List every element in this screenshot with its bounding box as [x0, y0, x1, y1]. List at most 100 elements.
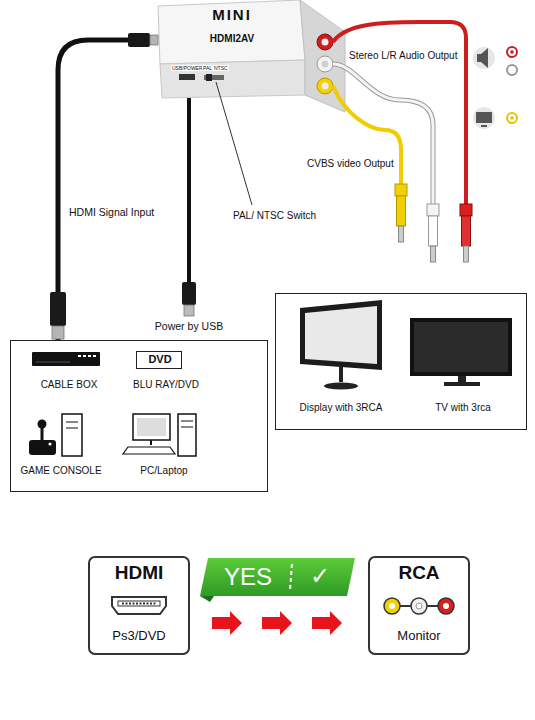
hdmi-plug: [50, 33, 158, 339]
tv-icon: [507, 113, 517, 123]
rca-port-icon: [384, 598, 454, 614]
dvd-logo-box: DVD: [136, 351, 182, 369]
usb-cable: [189, 98, 190, 282]
cable-box-icon: [83, 355, 86, 357]
node-text: CABLE BOX: [41, 379, 98, 391]
node-text: MINI: [212, 6, 252, 24]
rca-cable: [333, 64, 433, 204]
rca-cable: [333, 22, 466, 204]
rca-port-icon: [416, 603, 422, 609]
tv-set-icon: [458, 376, 466, 382]
converter-body: [160, 60, 305, 98]
usb-plug: [182, 282, 196, 316]
pc-icon: [137, 418, 166, 436]
speaker-icon: [507, 65, 517, 75]
pc-icon: [178, 414, 196, 456]
banner-fold: [200, 596, 214, 602]
rca-plug: [395, 184, 407, 196]
rca-plug: [429, 216, 438, 246]
speaker-icon: [473, 47, 495, 69]
game-console-icon: [66, 428, 78, 429]
switch-label: NTSC: [213, 65, 229, 71]
pc-icon: [123, 447, 175, 454]
node-text: Monitor: [397, 628, 440, 644]
tv-icon: [476, 112, 492, 123]
pal-ntsc-switch: [204, 74, 224, 81]
node-text: BLU RAY/DVD: [133, 379, 199, 391]
pal-ntsc-switch: [206, 74, 212, 81]
hdmi-port-icon: [122, 603, 156, 605]
pc-icon: [181, 427, 193, 428]
speaker-icon: [510, 50, 514, 54]
rca-jack: [317, 78, 333, 94]
usb-plug: [184, 305, 194, 316]
rca-plug: [427, 204, 439, 216]
speaker-icon: [473, 47, 517, 75]
usb-port: [179, 74, 195, 80]
hdmi-plug: [52, 326, 64, 339]
game-console-icon: [38, 420, 47, 429]
node-text: HDMI: [115, 562, 164, 585]
display-icon: [300, 300, 382, 370]
cable-box-icon: [93, 355, 96, 357]
rca-jack: [317, 34, 333, 94]
leader-line: [216, 82, 252, 205]
node-text: Display with 3RCA: [300, 402, 383, 414]
tv-set-icon: [410, 318, 512, 386]
display-icon: [300, 300, 382, 390]
rca-plug: [462, 216, 471, 246]
game-console-icon: [29, 414, 82, 456]
converter-box: MINIHDMI2AV: [158, 0, 305, 62]
red-arrow: [212, 611, 342, 635]
node-text: YES: [224, 563, 272, 592]
node-text: TV with 3rca: [435, 402, 491, 414]
pc-icon: [150, 440, 152, 445]
hdmi-plug: [150, 35, 158, 45]
rca-jack: [322, 61, 329, 68]
power-label: Power by USB: [154, 320, 224, 333]
hdmi-port-icon: [112, 597, 166, 614]
speaker-icon: [507, 47, 517, 57]
rca-jack: [322, 39, 329, 46]
rca-badge: RCA Monitor: [368, 556, 470, 655]
rca-plug: [397, 196, 406, 226]
pal-ntsc-switch: [204, 75, 224, 80]
rca-jack: [317, 56, 333, 72]
banner-shape: [200, 558, 355, 602]
banner-divider: [290, 564, 292, 590]
port-label: USB/POWER: [171, 65, 204, 71]
rca-plug: [460, 204, 472, 216]
banner-body: [200, 558, 355, 596]
leader-line: [216, 82, 252, 205]
node-text: DVD: [148, 353, 171, 366]
hdmi-badge: HDMIPs3/DVD: [88, 556, 190, 655]
tv-icon: [481, 125, 487, 127]
usb-cable: [187, 98, 191, 282]
display-panel: Display with 3RCA TV with 3rca: [275, 293, 527, 430]
output-label: Stereo L/R Audio Output: [348, 50, 458, 62]
output-label: CVBS video Output: [306, 158, 395, 170]
usb-port: [179, 74, 195, 80]
cable-box-icon: [32, 352, 100, 366]
rca-cable: [333, 64, 433, 204]
tv-icon: [473, 107, 517, 129]
rca-plug: [464, 246, 469, 262]
red-arrow: [312, 611, 342, 635]
input-label: HDMI Signal Input: [68, 206, 155, 219]
speaker-icon: [477, 48, 488, 68]
switch-label: PAL: [202, 65, 213, 71]
rca-port-icon: [389, 603, 395, 609]
display-icon: [339, 367, 343, 382]
node-text: RCA: [398, 562, 439, 585]
cable-box-icon: [78, 355, 81, 357]
pc-icon: [123, 414, 196, 456]
cable-box-icon: [36, 362, 70, 363]
pc-icon: [181, 421, 193, 422]
converter-body: [158, 0, 345, 112]
rca-port-icon: [438, 598, 454, 614]
rca-port-icon: [411, 598, 427, 614]
rca-plug: [431, 246, 436, 262]
rca-port-icon: [443, 603, 449, 609]
tv-icon: [510, 116, 514, 120]
